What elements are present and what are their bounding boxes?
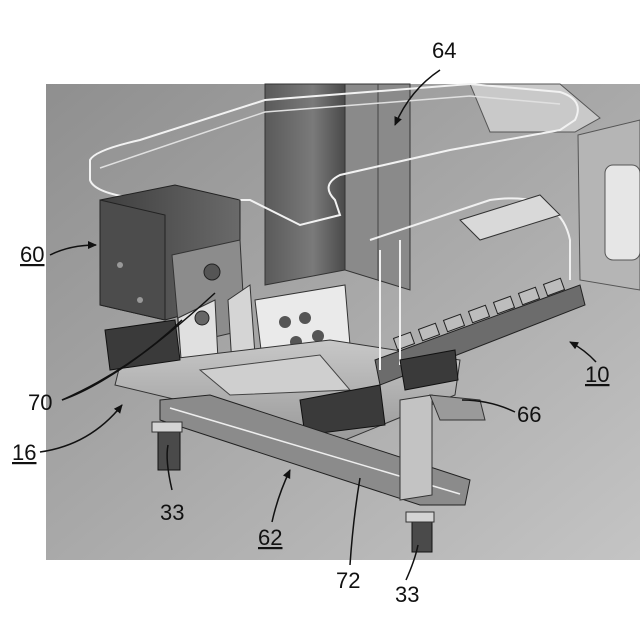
motor-face bbox=[100, 200, 165, 320]
ref-label-16: 16 bbox=[12, 440, 36, 465]
ref-label-66: 66 bbox=[517, 402, 541, 427]
fitting bbox=[299, 312, 311, 324]
fitting bbox=[312, 330, 324, 342]
ref-label-10: 10 bbox=[585, 362, 609, 387]
ref-label-33-right: 33 bbox=[395, 582, 419, 607]
vertical-column bbox=[265, 84, 345, 285]
ref-label-62: 62 bbox=[258, 525, 282, 550]
ref-label-70: 70 bbox=[28, 390, 52, 415]
bracket-bore bbox=[204, 264, 220, 280]
ref-label-60: 60 bbox=[20, 242, 44, 267]
support-leg bbox=[400, 395, 432, 500]
ref-label-33-left: 33 bbox=[160, 500, 184, 525]
motor-bolt bbox=[137, 297, 143, 303]
ref-label-64: 64 bbox=[432, 38, 456, 63]
right-panel-window bbox=[605, 165, 640, 260]
fitting bbox=[279, 316, 291, 328]
motor-bolt bbox=[117, 262, 123, 268]
left-bracket-bore bbox=[195, 311, 209, 325]
ref-label-72: 72 bbox=[336, 568, 360, 593]
